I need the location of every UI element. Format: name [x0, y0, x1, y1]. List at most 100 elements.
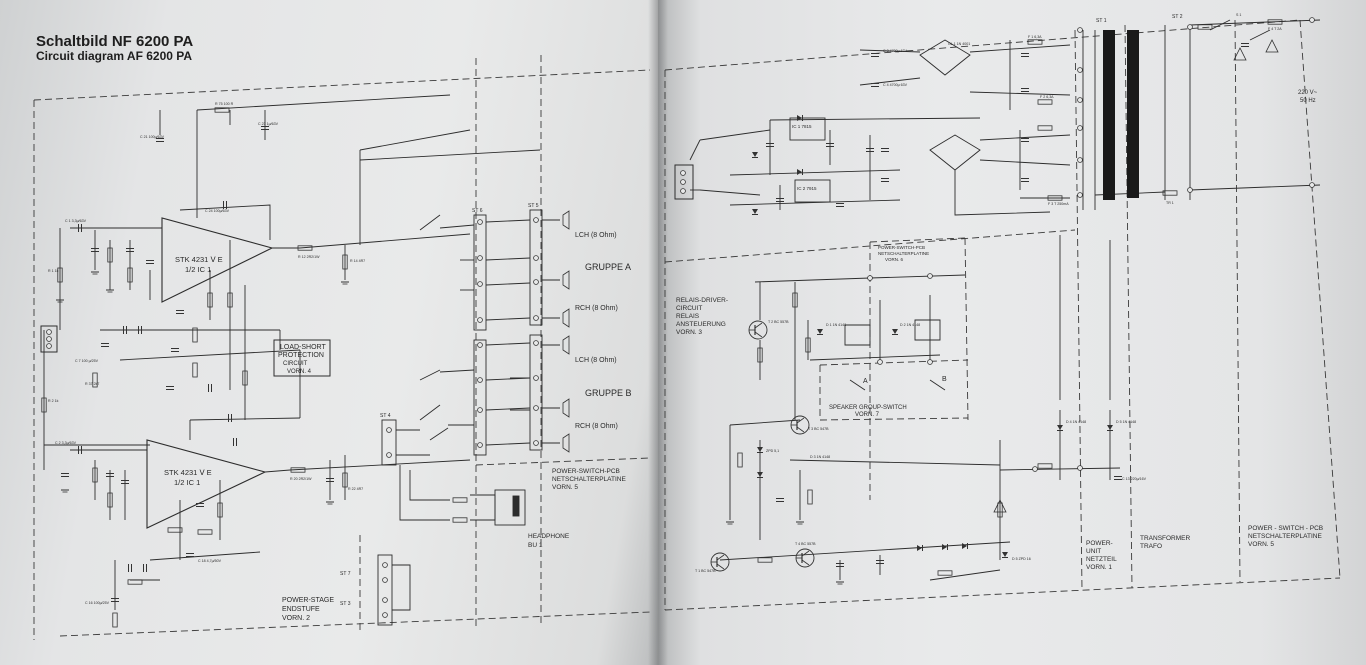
- part-label: T 4 BC 557B: [795, 542, 816, 546]
- part-label: GL 1 1N 4001: [948, 42, 970, 46]
- input-connector: [40, 325, 58, 353]
- part-label: R 22 4R7: [348, 487, 363, 491]
- part-label: C 18 4,7µ/50V: [198, 559, 222, 563]
- regulator-ic2-label: IC 2 7915: [797, 186, 817, 191]
- ps-top-label-2: NETSCHALTERPLATINE: [878, 251, 929, 256]
- ps-top-label-1: POWER-SWITCH-PCB: [878, 245, 925, 250]
- st7-label: ST 7: [340, 571, 351, 577]
- left-page: [0, 0, 658, 665]
- part-label: C 3 4700µ 63V: [883, 49, 908, 53]
- protection-label-4: VORN. 4: [287, 369, 312, 375]
- part-label: F 1 6,3A: [1028, 35, 1042, 39]
- warning-triangle-icon: [1265, 39, 1279, 53]
- ic2-label: STK 4231 Ⅴ E: [164, 468, 212, 477]
- rch-a-label: RCH (8 Ohm): [575, 305, 618, 312]
- ps-right-label-2: NETSCHALTERPLATINE: [1248, 533, 1322, 540]
- transformer-label-2: TRAFO: [1140, 543, 1162, 550]
- book-gutter: [648, 0, 668, 665]
- part-label: C 21 100µ/63V: [140, 135, 165, 139]
- power-unit-label-4: VORN. 1: [1086, 564, 1112, 571]
- relais-label-2: CIRCUIT: [676, 305, 702, 312]
- mains-voltage-label: 220 V~: [1298, 90, 1318, 96]
- lch-a-label: LCH (8 Ohm): [575, 232, 617, 239]
- warning-triangle-icon: [993, 499, 1007, 513]
- part-label: C 24 100µ/63V: [205, 209, 230, 213]
- part-label: D 5 ZPD 16: [1012, 557, 1031, 561]
- part-label: ZPD 5,1: [766, 449, 779, 453]
- st4-label: ST 4: [380, 413, 391, 419]
- ps-top-label-3: VORN. 6: [885, 257, 904, 262]
- switch-b-label: B: [942, 376, 947, 383]
- speaker-switch-label-1: SPEAKER GROUP-SWITCH: [829, 405, 907, 411]
- st5-label: ST 5: [528, 203, 539, 209]
- part-label: R 1 1k: [48, 269, 59, 273]
- part-label: D 4 1N 4148: [1066, 420, 1086, 424]
- ic1-sub-label: 1/2 IC 1: [185, 265, 211, 274]
- part-label: D 2 1N 4148: [900, 323, 920, 327]
- group-b-label: GRUPPE B: [585, 388, 632, 398]
- regulator-ic1-box: [789, 117, 826, 141]
- power-unit-label-2: UNIT: [1086, 548, 1101, 555]
- right-page: [658, 0, 1366, 665]
- part-label: C 7 100 µ/25V: [75, 359, 99, 363]
- ps-right-label-1: POWER - SWITCH - PCB: [1248, 525, 1323, 532]
- part-label: C 13 220µ/16V: [1122, 477, 1147, 481]
- part-label: T 3 BC 547B: [808, 427, 829, 431]
- part-label: R 37 2k7: [85, 382, 99, 386]
- protection-label-2: PROTECTION: [278, 352, 324, 359]
- regulator-ic2-box: [794, 179, 831, 203]
- transformer-core-left: [1103, 30, 1115, 200]
- part-designators: C 21 100µ/63V R 75 100 R C 23 1µ/63V C 2…: [48, 13, 1282, 605]
- part-label: C 1 3,3µ/63V: [65, 219, 87, 223]
- power-switch-label-1: POWER-SWITCH-PCB: [552, 468, 620, 475]
- relais-label-3: RELAIS: [676, 313, 700, 320]
- part-label: F 3 T 250mA: [1048, 202, 1069, 206]
- power-supply: [689, 19, 1321, 216]
- part-label: R 75 100 R: [215, 102, 234, 106]
- ps-right-label-3: VORN. 5: [1248, 541, 1274, 548]
- title-german: Schaltbild NF 6200 PA: [36, 33, 194, 50]
- right-frame: [664, 19, 1341, 611]
- lch-b-label: LCH (8 Ohm): [575, 357, 617, 364]
- part-label: S 1: [1236, 13, 1241, 17]
- protection-circuit-box: [273, 339, 331, 377]
- headphone-label-2: BU 1: [528, 542, 543, 549]
- protection-label-3: CIRCUIT: [283, 361, 308, 367]
- st1-label: ST 1: [1096, 18, 1107, 24]
- ic1-label: STK 4231 Ⅴ E: [175, 255, 223, 264]
- part-label: D 3 1N 4148: [810, 455, 830, 459]
- headphone-label-1: HEADPHONE: [528, 533, 570, 540]
- part-label: D 1 1N 4148: [826, 323, 846, 327]
- power-unit-label-3: NETZTEIL: [1086, 556, 1117, 563]
- st6-label: ST 6: [472, 208, 483, 214]
- power-unit-label-1: POWER-: [1086, 540, 1113, 547]
- transformer-label-1: TRANSFORMER: [1140, 535, 1191, 542]
- part-label: F 4 T 2A: [1268, 27, 1282, 31]
- part-label: R 2 1k: [48, 399, 59, 403]
- supply-connector: [674, 164, 694, 200]
- part-label: C 23 1µ/63V: [258, 122, 279, 126]
- power-stage-label-1: POWER-STAGE: [282, 597, 334, 604]
- part-label: R 14 4R7: [350, 259, 365, 263]
- st2-label: ST 2: [1172, 14, 1183, 20]
- relay-contacts: [359, 149, 560, 626]
- part-label: T 1 BC 547B: [695, 569, 716, 573]
- relais-label-1: RELAIS-DRIVER-: [676, 297, 728, 304]
- relay-driver: [719, 235, 1121, 581]
- power-components: [680, 17, 1315, 215]
- part-label: R 12 2R2/1W: [298, 255, 320, 259]
- power-switch-label-3: VORN. 5: [552, 484, 578, 491]
- part-label: C 2 3,3µ/63V: [55, 441, 77, 445]
- part-label: TR 1: [1166, 201, 1174, 205]
- regulator-ic1-label: IC 1 7815: [792, 124, 812, 129]
- ic2-sub-label: 1/2 IC 1: [174, 478, 200, 487]
- part-label: D 5 1N 4148: [1116, 420, 1136, 424]
- power-stage-label-3: VORN. 2: [282, 615, 310, 622]
- st3-label: ST 3: [340, 601, 351, 607]
- warning-triangle-icon: [1233, 47, 1247, 61]
- relais-label-4: ANSTEUERUNG: [676, 321, 726, 328]
- part-label: T 2 BC 557B: [768, 320, 789, 324]
- amplifier-channel-b: [70, 330, 471, 610]
